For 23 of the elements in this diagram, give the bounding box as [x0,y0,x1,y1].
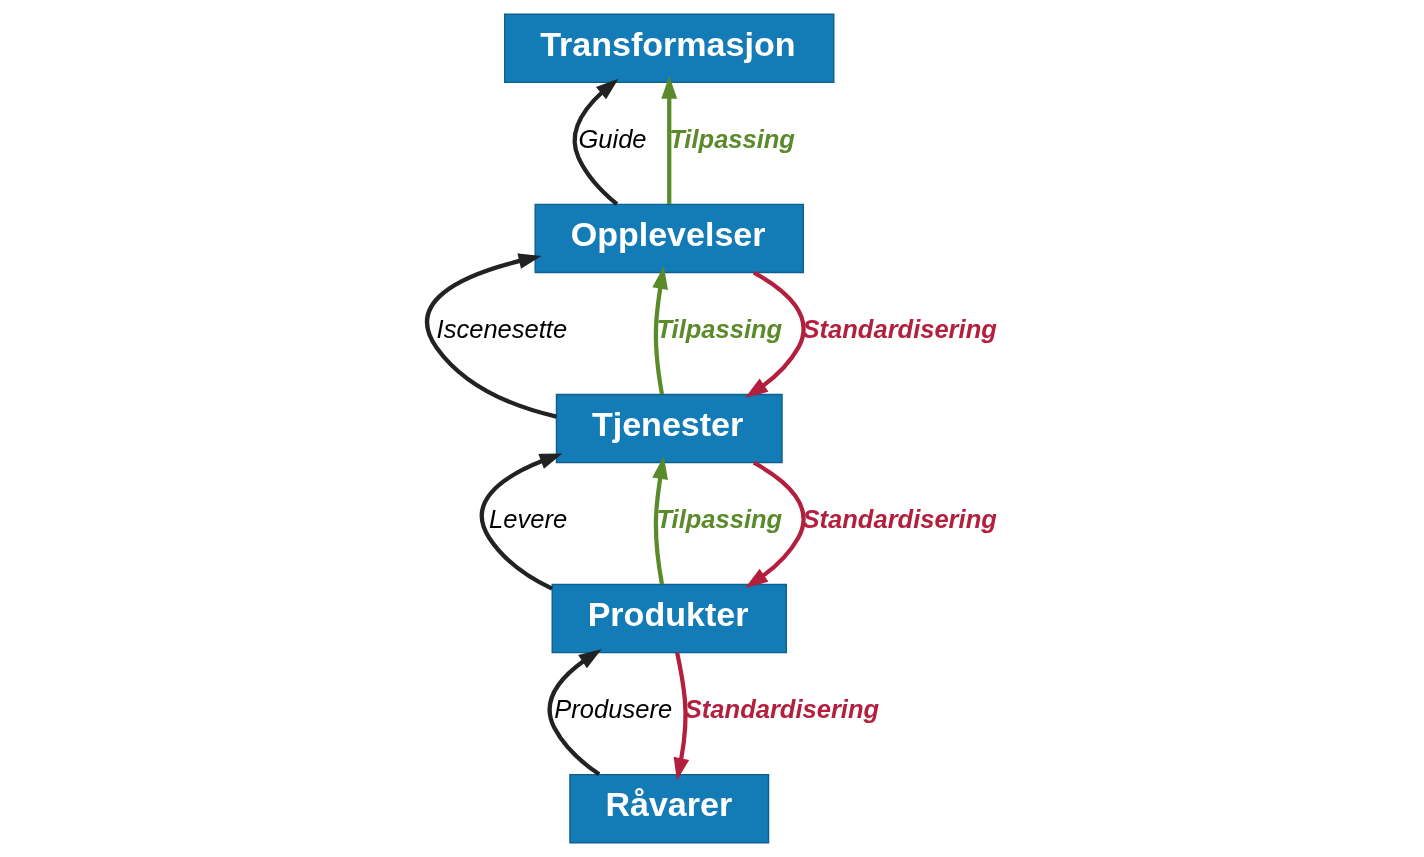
arrow [651,266,668,395]
arrow [651,456,668,585]
arrow [744,270,805,398]
node-box: Produkter [551,583,787,654]
arrow [479,453,562,591]
edge-label: Guide [577,125,647,154]
edge-label: Tilpassing [668,125,795,154]
edge-label: Standardisering [684,695,879,724]
arrow [673,652,689,781]
edge-label: Produsere [553,695,672,724]
node-box: Råvarer [568,773,769,844]
edge-label: Tilpassing [655,505,782,534]
arrow [572,78,618,206]
node-box: Tjenester [555,393,783,464]
edge-label: Tilpassing [655,315,782,344]
node-box: Opplevelser [534,203,804,274]
arrow [547,649,602,777]
edge-label: Iscenesette [436,315,567,344]
edge-label: Levere [488,505,567,534]
arrow [660,76,677,204]
arrow [744,460,805,588]
arrow [424,253,557,419]
node-box: Transformasjon [503,13,834,84]
